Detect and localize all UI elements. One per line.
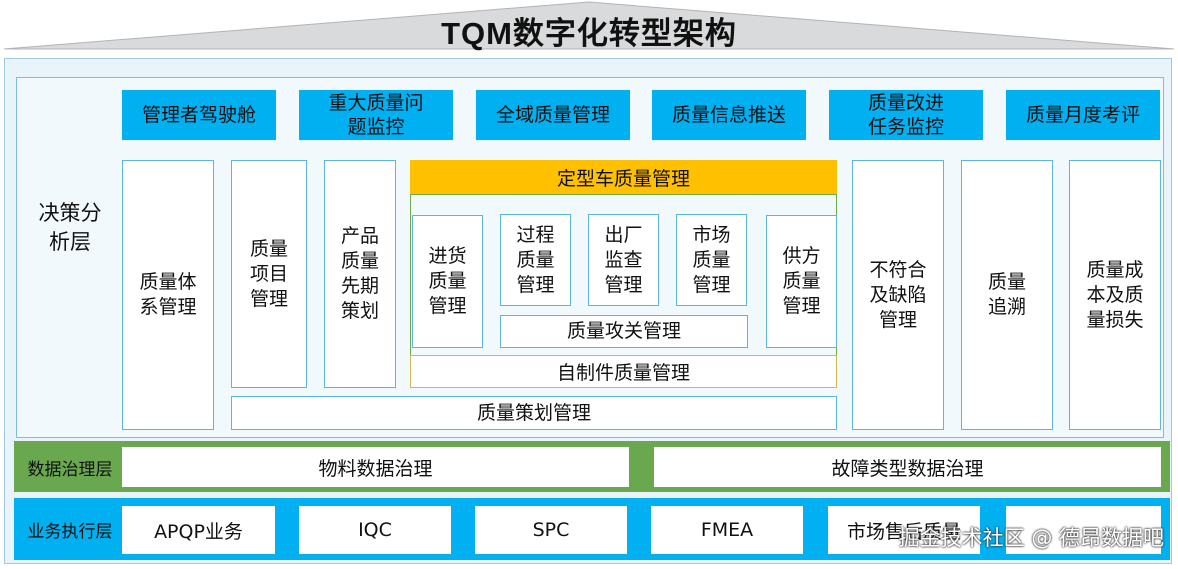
module-monthly-assessment[interactable]: 质量月度考评	[1006, 90, 1160, 140]
column-quality-cost[interactable]: 质量成本及质量损失	[1069, 160, 1161, 430]
watermark: 掘金技术社区 @ 德昂数据吧	[898, 526, 1164, 550]
exec-fmea[interactable]: FMEA	[651, 506, 803, 554]
column-quality-system[interactable]: 质量体系管理	[122, 160, 214, 430]
column-nonconformity[interactable]: 不符合及缺陷管理	[852, 160, 944, 430]
self-made-parts-box[interactable]: 自制件质量管理	[410, 355, 837, 388]
exec-market-aftersales[interactable]: 市场售后质量	[828, 506, 980, 554]
module-global-quality[interactable]: 全域质量管理	[476, 90, 630, 140]
exec-blank[interactable]	[1006, 506, 1161, 554]
page-title: TQM数字化转型架构	[441, 15, 737, 51]
exec-apqp[interactable]: APQP业务	[122, 506, 275, 554]
module-quality-info-push[interactable]: 质量信息推送	[652, 90, 806, 140]
market-quality-box[interactable]: 市场质量管理	[676, 214, 747, 306]
finalized-vehicle-header[interactable]: 定型车质量管理	[410, 160, 837, 194]
material-data-governance[interactable]: 物料数据治理	[122, 447, 629, 487]
quality-tackle-box[interactable]: 质量攻关管理	[500, 315, 748, 348]
module-cockpit[interactable]: 管理者驾驶舱	[122, 90, 276, 140]
column-quality-project[interactable]: 质量项目管理	[231, 160, 307, 388]
process-quality-box[interactable]: 过程质量管理	[500, 214, 571, 306]
fault-type-data-governance[interactable]: 故障类型数据治理	[654, 447, 1161, 487]
decision-layer-text: 决策分析层	[38, 201, 102, 254]
column-apqp[interactable]: 产品质量先期策划	[324, 160, 396, 388]
data-governance-label: 数据治理层	[27, 459, 113, 480]
decision-layer-label: 决策分析层	[26, 197, 114, 259]
quality-planning-box[interactable]: 质量策划管理	[231, 396, 837, 430]
exec-spc[interactable]: SPC	[475, 506, 627, 554]
roof-shape	[3, 1, 1175, 50]
column-traceability[interactable]: 质量追溯	[961, 160, 1053, 430]
execution-label: 业务执行层	[27, 521, 113, 542]
exec-iqc[interactable]: IQC	[299, 506, 451, 554]
incoming-quality-box[interactable]: 进货质量管理	[412, 215, 483, 348]
module-major-issue-monitor[interactable]: 重大质量问题监控	[299, 90, 453, 140]
module-improvement-task-monitor[interactable]: 质量改进任务监控	[829, 90, 983, 140]
supplier-quality-box[interactable]: 供方质量管理	[766, 215, 837, 348]
outgoing-inspection-box[interactable]: 出厂监查管理	[588, 214, 659, 306]
